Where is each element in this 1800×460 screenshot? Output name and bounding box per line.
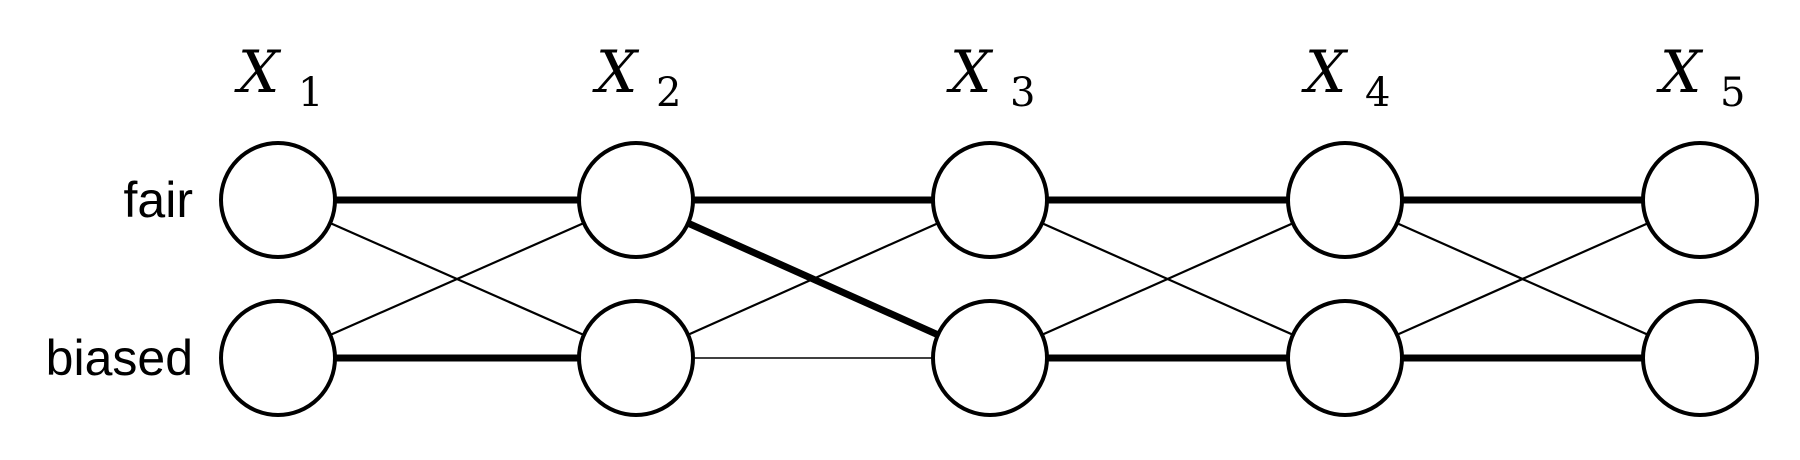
edge-3-biased-to-fair [1041, 222, 1294, 336]
node-x2-fair [577, 141, 695, 259]
column-variable: X [946, 38, 994, 106]
edge-4-biased-to-fair [1396, 222, 1649, 336]
column-subscript: 5 [1720, 70, 1745, 116]
edges-layer [329, 196, 1649, 362]
column-subscript: 4 [1365, 70, 1390, 116]
column-variable: X [1301, 38, 1349, 106]
node-x3-biased [931, 299, 1049, 417]
column-variable: X [592, 38, 640, 106]
column-subscript: 1 [298, 70, 323, 116]
column-subscript: 2 [656, 70, 681, 116]
node-x4-fair [1286, 141, 1404, 259]
column-variable: X [1656, 38, 1704, 106]
node-x5-fair [1641, 141, 1759, 259]
column-subscript: 3 [1010, 70, 1035, 116]
node-x1-biased [219, 299, 337, 417]
node-x4-biased [1286, 299, 1404, 417]
row-label-biased: biased [46, 330, 193, 386]
edge-1-biased-to-fair [329, 221, 585, 337]
node-x5-biased [1641, 299, 1759, 417]
nodes-layer [219, 141, 1759, 417]
node-x2-biased [577, 299, 695, 417]
column-variable: X [234, 38, 282, 106]
row-label-fair: fair [124, 172, 193, 228]
edge-2-biased-to-fair [687, 222, 939, 336]
node-x1-fair [219, 141, 337, 259]
node-x3-fair [931, 141, 1049, 259]
